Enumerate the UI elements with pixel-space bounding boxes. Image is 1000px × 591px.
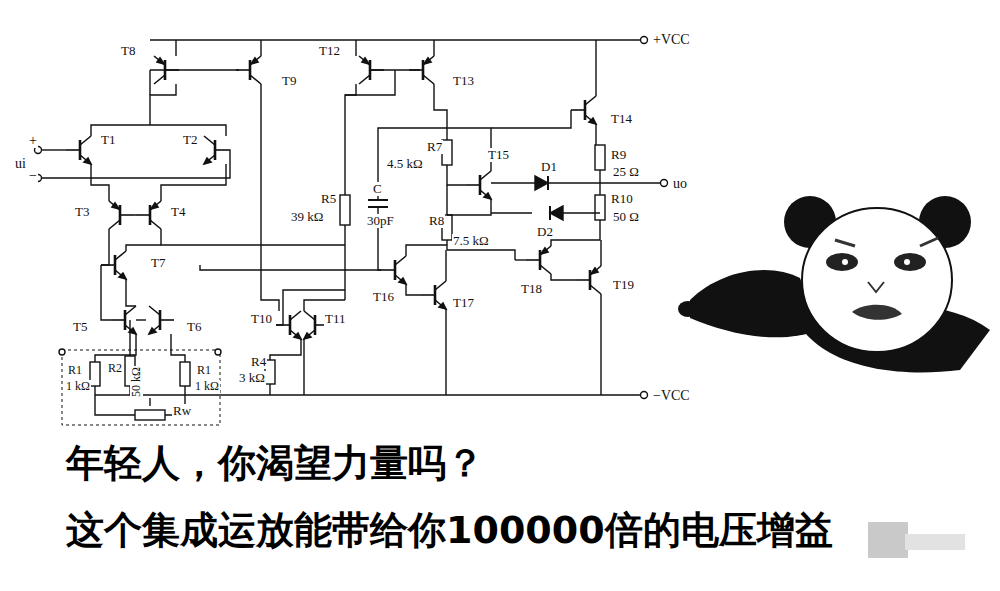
circuit-label: T7	[150, 256, 166, 270]
circuit-label: R1	[196, 364, 212, 377]
circuit-label: R2	[107, 362, 123, 375]
circuit-label: T1	[100, 133, 116, 147]
caption-line: 这个集成运放能带给你100000倍的电压增益	[65, 510, 834, 552]
circuit-label: 7.5 kΩ	[452, 234, 490, 248]
circuit-label: T9	[281, 74, 297, 88]
circuit-label: +VCC	[652, 32, 691, 47]
circuit-label: 25 Ω	[612, 165, 640, 179]
caption-line: 年轻人，你渴望力量吗？	[65, 443, 485, 485]
circuit-label: T18	[520, 282, 543, 296]
circuit-label: 1 kΩ	[194, 380, 220, 393]
panda-meme	[678, 196, 990, 372]
circuit-label: D1	[540, 160, 558, 174]
circuit-label: 3 kΩ	[238, 371, 266, 385]
circuit-label: 30pF	[366, 214, 395, 228]
circuit-label: R1	[67, 364, 83, 377]
circuit-label: T11	[324, 312, 346, 326]
circuit-label: Rw	[172, 404, 192, 418]
transistor-symbols	[66, 56, 601, 339]
circuit-label: −VCC	[652, 388, 691, 403]
circuit-label: T14	[610, 112, 633, 126]
blurred-watermark	[868, 522, 965, 558]
circuit-label: T4	[170, 205, 186, 219]
circuit-label: T3	[74, 205, 90, 219]
circuit-label: +	[28, 133, 38, 148]
circuit-label: T2	[182, 133, 198, 147]
circuit-label: R5	[320, 192, 337, 206]
circuit-label: T17	[452, 296, 475, 310]
circuit-label: T6	[186, 320, 202, 334]
circuit-label: 50 Ω	[612, 210, 640, 224]
circuit-label: T12	[318, 44, 341, 58]
circuit-label: 4.5 kΩ	[386, 157, 424, 171]
circuit-label: D2	[536, 225, 554, 239]
circuit-label: R9	[610, 148, 627, 162]
circuit-label: R4	[250, 355, 267, 369]
circuit-label: T16	[372, 290, 395, 304]
circuit-label: −	[28, 168, 38, 183]
circuit-label: T13	[452, 74, 475, 88]
circuit-label: T19	[612, 278, 635, 292]
circuit-label: T5	[72, 320, 88, 334]
circuit-label: uo	[672, 176, 688, 191]
circuit-label: ui	[14, 156, 27, 171]
circuit-label: R7	[426, 140, 443, 154]
circuit-label: 1 kΩ	[65, 380, 91, 393]
circuit-label: R10	[610, 192, 634, 206]
circuit-label: 50 kΩ	[130, 366, 143, 398]
circuit-label: T10	[250, 312, 273, 326]
circuit-label: C	[372, 182, 383, 196]
circuit-label: R8	[428, 214, 445, 228]
circuit-label: T15	[487, 148, 510, 162]
wires	[35, 37, 668, 426]
circuit-label: 39 kΩ	[290, 210, 324, 224]
circuit-label: T8	[120, 44, 136, 58]
